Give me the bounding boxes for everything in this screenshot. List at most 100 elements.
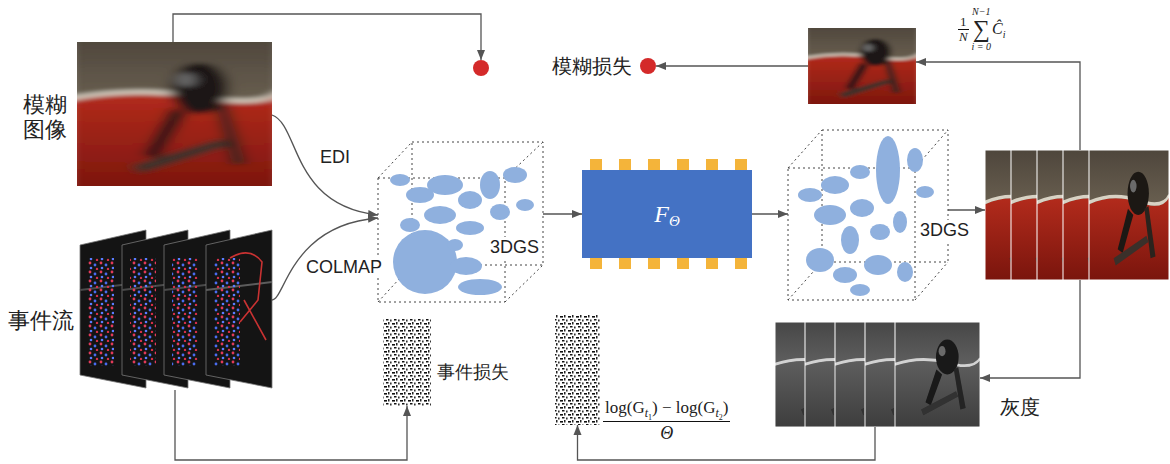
gaussian-cloud-optimized — [798, 136, 934, 296]
node-label: Θ — [669, 213, 680, 230]
formula-denominator: Θ — [660, 422, 673, 444]
grayscale-frames — [775, 322, 980, 427]
formula-term: ∑ — [973, 17, 990, 41]
connector-arrow — [543, 213, 582, 214]
formula-term: 2 — [719, 413, 723, 422]
formula-term: ) − log(G — [652, 398, 715, 418]
chip-pins — [735, 258, 747, 269]
sum-block: N−1∑i = 0 — [972, 6, 992, 52]
connector-arrow — [578, 425, 876, 460]
loss-dot — [473, 60, 489, 76]
chip-pins — [677, 159, 689, 170]
gaussian-cloud-optimized — [788, 130, 948, 300]
connector-arrow — [272, 115, 378, 215]
rendered-frames — [985, 150, 1169, 280]
gaussian-cloud — [450, 257, 482, 275]
gaussian-cloud-optimized — [788, 130, 948, 300]
chip-pins — [619, 159, 631, 170]
event-patterns — [555, 315, 600, 425]
rendered-frames — [1089, 150, 1169, 280]
edge-label: EDI — [318, 147, 352, 168]
chip-pins — [706, 159, 718, 170]
connector-arrow — [752, 213, 788, 214]
event-patterns — [383, 318, 431, 406]
gaussian-cloud-optimized — [897, 262, 913, 282]
loss-dot: 模糊损失 — [640, 58, 656, 74]
gaussian-cloud-optimized — [870, 224, 890, 240]
chip-pins — [648, 159, 660, 170]
connector-arrow — [175, 390, 407, 460]
event-pattern: 事件损失 — [383, 318, 431, 406]
gaussian-cloud — [427, 175, 463, 195]
gaussian-cloud — [390, 174, 410, 186]
node-label: 事件流 — [8, 306, 74, 336]
gaussian-cloud — [503, 167, 527, 183]
gaussian-cloud-optimized — [833, 267, 857, 283]
node-label: 3DGS — [918, 220, 971, 241]
event-frames — [88, 258, 114, 366]
connector-arrow — [980, 280, 1080, 378]
fraction: 1N — [958, 15, 969, 44]
gaussian-cloud-optimized — [907, 148, 923, 172]
gaussian-cloud — [378, 142, 543, 302]
edge-label: COLMAP — [304, 257, 384, 278]
gaussian-cloud-optimized — [916, 186, 934, 198]
formula-term: ) — [723, 398, 729, 418]
chip-pins — [590, 159, 602, 170]
gaussian-cloud-optimized — [806, 248, 834, 272]
connector-arrow — [656, 65, 808, 66]
chip-pins — [590, 258, 602, 269]
grayscale-frames — [895, 322, 980, 427]
gaussian-cloud — [424, 206, 456, 224]
formula-numerator: log(Gt1) − log(Gt2) — [603, 398, 730, 422]
blurry-photo — [77, 42, 272, 186]
gaussian-cloud-optimized — [876, 136, 900, 204]
event-frames — [214, 258, 240, 366]
formula-term: Θ — [660, 423, 673, 444]
event-patterns — [383, 315, 600, 425]
chip-pins — [735, 159, 747, 170]
formula-term: N−1 — [972, 6, 990, 17]
gaussian-cloud — [447, 239, 463, 251]
formula: 1NN−1∑i = 0Ĉi — [958, 6, 1005, 52]
node-label: 模糊损失 — [552, 53, 632, 79]
gaussian-cloud-optimized — [788, 130, 948, 300]
formula-term: 1 — [648, 413, 652, 422]
chip-pins — [677, 258, 689, 269]
blurry-photo — [77, 42, 272, 186]
connector-arrow — [173, 14, 481, 60]
gaussian-cloud — [456, 221, 484, 235]
gaussian-scene-optimized: 3DGS — [788, 130, 948, 300]
event-frames — [206, 230, 272, 388]
gaussian-cloud — [458, 279, 502, 295]
gaussian-cloud-optimized — [822, 130, 948, 262]
averaged-blur-image: 1NN−1∑i = 0Ĉi — [808, 28, 916, 104]
gaussian-cloud-optimized — [798, 188, 822, 202]
node-label: 事件损失 — [437, 360, 509, 384]
blurry-image: 模糊 图像 — [77, 42, 272, 186]
chip-pins — [648, 258, 660, 269]
gaussian-cloud-optimized — [850, 199, 874, 217]
deformation-network: FΘ — [582, 170, 752, 258]
gaussian-cloud-optimized — [850, 165, 870, 179]
gaussian-cloud — [378, 142, 543, 302]
chip-pins — [619, 258, 631, 269]
event-frames — [80, 230, 272, 388]
grayscale-frames: 灰度 — [775, 322, 980, 427]
formula-term: t — [645, 406, 648, 421]
formula-term: Ĉ — [992, 20, 1003, 38]
gaussian-cloud — [490, 204, 510, 220]
rendered-frames — [985, 150, 1169, 280]
gaussian-cloud-optimized — [821, 176, 849, 194]
grayscale-frames — [895, 322, 980, 427]
averaged-blur-image — [808, 28, 916, 104]
gaussian-cloud — [480, 171, 500, 199]
formula: log(Gt1) − log(Gt2)Θ — [603, 398, 730, 444]
formula-term: N — [959, 30, 968, 44]
gaussian-cloud — [458, 191, 482, 209]
connector-arrow — [948, 209, 985, 210]
gaussian-cloud-optimized — [814, 205, 846, 225]
gaussian-cloud-optimized — [850, 284, 870, 296]
node-label: F — [654, 201, 669, 228]
